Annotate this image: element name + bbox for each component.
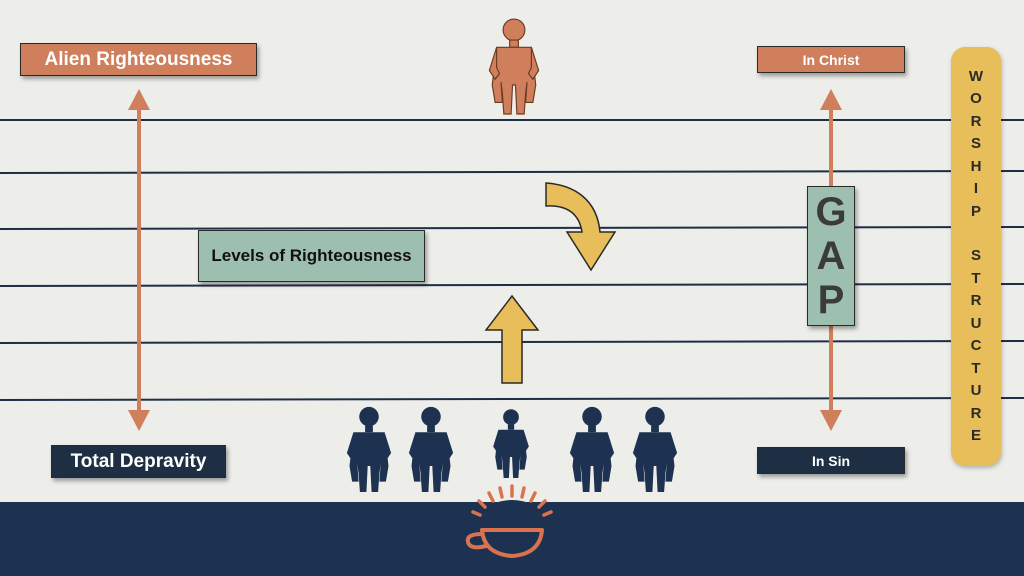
level-line xyxy=(0,226,1024,230)
coffee-cup-sunrise-logo xyxy=(462,484,562,558)
side-bar-letter: R xyxy=(970,112,982,130)
levels-of-righteousness-label: Levels of Righteousness xyxy=(198,230,425,282)
gap-letter: A xyxy=(816,234,846,278)
in-sin-label: In Sin xyxy=(757,447,905,474)
worker-woman-icon xyxy=(346,406,392,492)
left-double-arrow xyxy=(128,89,150,431)
in-christ-label: In Christ xyxy=(757,46,905,73)
side-bar-letter: I xyxy=(973,180,979,197)
side-bar-letter: R xyxy=(970,404,982,422)
people-group xyxy=(346,406,678,492)
level-line xyxy=(0,397,1024,401)
side-bar-letter: U xyxy=(970,382,982,399)
man-icon xyxy=(493,409,529,478)
gap-letter: P xyxy=(817,278,845,322)
alien-righteousness-label: Alien Righteousness xyxy=(20,43,257,76)
side-bar-letter: E xyxy=(970,427,981,444)
side-bar-letter: P xyxy=(970,202,981,220)
side-bar-letter: H xyxy=(970,157,982,175)
side-bar-letter: W xyxy=(968,67,984,85)
side-bar-letter: C xyxy=(970,337,982,354)
side-bar-letter: R xyxy=(970,292,982,309)
standing-person-icon xyxy=(488,18,540,115)
curved-arrow xyxy=(545,182,617,272)
worker-man-icon xyxy=(632,406,678,492)
gap-letter: G xyxy=(815,190,847,234)
side-bar-letter: T xyxy=(971,359,981,377)
up-arrow xyxy=(484,294,540,384)
level-line xyxy=(0,283,1024,287)
side-bar-letter: O xyxy=(970,90,982,107)
level-line xyxy=(0,170,1024,174)
side-bar-letter: T xyxy=(971,269,981,287)
side-bar-letter: S xyxy=(970,247,981,264)
total-depravity-label: Total Depravity xyxy=(51,445,226,478)
side-bar-letter: S xyxy=(970,135,981,152)
side-bar-letter: U xyxy=(970,314,982,332)
